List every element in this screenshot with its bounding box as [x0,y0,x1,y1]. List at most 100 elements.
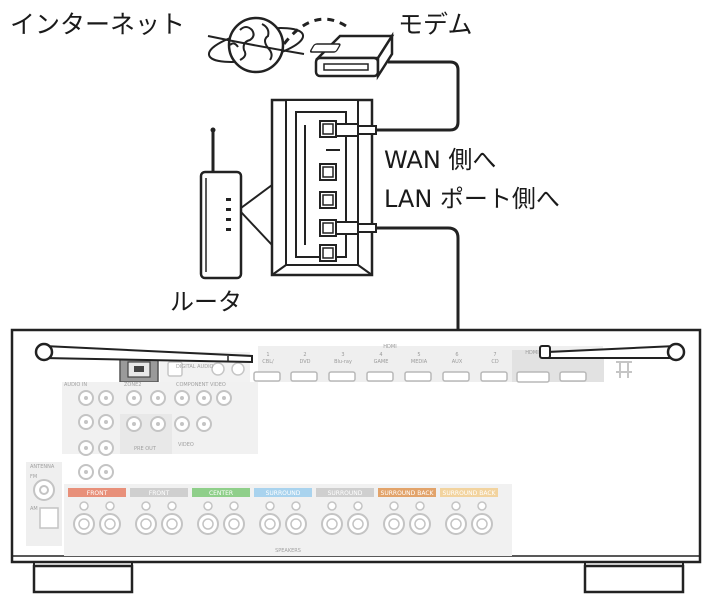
svg-text:DIGITAL AUDIO: DIGITAL AUDIO [176,364,214,370]
speaker-group-label: SURROUND BACK [443,490,497,497]
svg-text:SPEAKERS: SPEAKERS [275,548,301,554]
modem-icon [309,31,395,81]
speaker-terminal-knob [229,501,239,511]
hdmi-ports [253,371,587,383]
router-icon [199,127,273,280]
wan-plug [335,123,377,137]
speaker-terminal [259,513,281,535]
svg-text:MEDIA: MEDIA [411,359,428,365]
speaker-terminal-knob [353,501,363,511]
svg-text:FM: FM [30,474,37,480]
speaker-terminal-knob [327,501,337,511]
svg-text:1: 1 [266,352,269,358]
speaker-group-bar [440,488,498,497]
speaker-terminal-knob [415,501,425,511]
speaker-terminal-center [326,518,338,530]
speaker-terminal-center [228,518,240,530]
left-antenna-icon [34,342,253,364]
speaker-terminal [197,513,219,535]
speaker-terminal [471,513,493,535]
svg-text:CD: CD [491,359,498,365]
speaker-group-bar [316,488,374,497]
svg-text:ZONE2: ZONE2 [124,382,141,388]
speaker-group-label: SURROUND [328,490,363,497]
lan-label: LAN ポート側へ [384,185,560,213]
wan-cable [374,60,460,132]
speaker-terminal-knob [291,501,301,511]
speaker-terminal-knob [477,501,487,511]
speaker-group-label: SURROUND [266,490,301,497]
speaker-terminal-center [414,518,426,530]
speaker-terminal [135,513,157,535]
speaker-terminal-center [140,518,152,530]
svg-text:HDMI: HDMI [383,344,396,350]
svg-text:ANTENNA: ANTENNA [30,464,55,470]
speaker-terminal-center [450,518,462,530]
speaker-terminal-knob [167,501,177,511]
svg-text:COMPONENT VIDEO: COMPONENT VIDEO [176,382,226,388]
speaker-terminal [285,513,307,535]
right-antenna-icon [539,342,686,362]
svg-text:AUX: AUX [452,359,463,365]
wan-label: WAN 側へ [384,146,497,174]
speaker-group-label: FRONT [87,490,108,497]
speaker-group-label: FRONT [149,490,170,497]
svg-text:AM: AM [30,506,38,512]
speaker-group-bar [254,488,312,497]
svg-text:5: 5 [417,352,420,358]
speaker-group-bar [68,488,126,497]
speaker-terminal-center [352,518,364,530]
speaker-terminal [73,513,95,535]
svg-text:HDMI: HDMI [525,350,538,356]
speaker-group-bar [192,488,250,497]
speaker-terminal-knob [451,501,461,511]
speaker-terminal-center [476,518,488,530]
speaker-group-label: SURROUND BACK [381,490,435,497]
router-label: ルータ [170,288,242,316]
speaker-group-bar [378,488,436,497]
internet-link-line [282,17,347,45]
speaker-terminal-knob [105,501,115,511]
speaker-terminal [321,513,343,535]
speaker-group-label: CENTER [209,490,233,497]
speaker-terminal [409,513,431,535]
globe-icon [207,16,305,74]
speaker-terminal [161,513,183,535]
svg-text:GAME: GAME [374,359,389,365]
speaker-terminal-knob [389,501,399,511]
speaker-terminal-center [290,518,302,530]
ground-terminal [616,361,632,378]
modem-label: モデム [398,10,473,39]
svg-text:VIDEO: VIDEO [178,442,194,448]
speaker-terminal-knob [141,501,151,511]
speaker-terminal-center [264,518,276,530]
receiver-rear-panel: 1 2 3 4 5 6 7 CBL/DVD Blu-ray GAME MEDIA AUX CD H… [10,328,702,594]
internet-label: インターネット [10,10,186,39]
speaker-terminal [383,513,405,535]
svg-text:4: 4 [379,352,382,358]
speaker-terminal [99,513,121,535]
speaker-terminals [73,501,493,535]
speaker-terminal-center [202,518,214,530]
speaker-group-bar [130,488,188,497]
speaker-terminal-knob [265,501,275,511]
svg-text:CBL/: CBL/ [262,359,274,365]
speaker-terminal-center [78,518,90,530]
speaker-terminal-center [104,518,116,530]
speaker-terminal-knob [79,501,89,511]
svg-text:Blu-ray: Blu-ray [334,359,352,365]
speaker-terminal [445,513,467,535]
svg-text:3: 3 [341,352,344,358]
svg-text:AUDIO IN: AUDIO IN [64,382,87,388]
speaker-terminal-knob [203,501,213,511]
svg-text:PRE OUT: PRE OUT [134,446,157,452]
svg-text:7: 7 [493,352,496,358]
svg-text:2: 2 [303,352,306,358]
speaker-terminal [223,513,245,535]
svg-text:DVD: DVD [299,359,310,365]
speaker-terminal-center [166,518,178,530]
speaker-terminal [347,513,369,535]
svg-text:6: 6 [455,352,458,358]
lan-plug [335,221,377,235]
